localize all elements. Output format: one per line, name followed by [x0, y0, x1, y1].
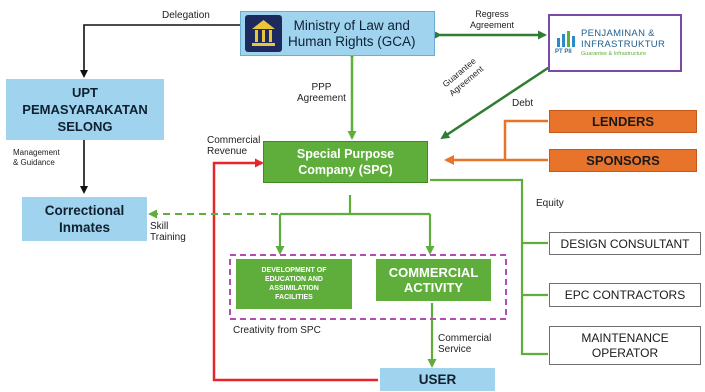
- ministry-label: Ministry of Law and Human Rights (GCA): [288, 17, 416, 49]
- design-consultant-node[interactable]: DESIGN CONSULTANT: [549, 232, 701, 255]
- upt-node[interactable]: UPT PEMASYARAKATAN SELONG: [6, 79, 164, 140]
- creativity-label: Creativity from SPC: [233, 325, 321, 336]
- ppp-agreement-label: PPP Agreement: [297, 82, 346, 104]
- development-node[interactable]: DEVELOPMENT OF EDUCATION AND ASSIMILATIO…: [236, 259, 352, 309]
- user-node[interactable]: USER: [380, 368, 495, 391]
- ministry-node[interactable]: Ministry of Law and Human Rights (GCA): [240, 11, 435, 56]
- guarantee-agreement-arrow: [440, 60, 557, 140]
- lenders-node[interactable]: LENDERS: [549, 110, 697, 133]
- pii-name-line1: PENJAMINAN &: [581, 28, 655, 39]
- ministry-emblem-icon: [245, 15, 282, 52]
- pii-logo-icon: PT PII: [555, 28, 577, 58]
- pii-logo-text: PT PII: [555, 49, 572, 55]
- delegation-label: Delegation: [162, 10, 210, 21]
- epc-contractors-node[interactable]: EPC CONTRACTORS: [549, 283, 701, 307]
- pii-name-line2: INFRASTRUKTUR: [581, 39, 666, 50]
- equity-line-main: [430, 178, 548, 356]
- commercial-service-label: Commercial Service: [438, 333, 492, 355]
- spc-node[interactable]: Special Purpose Company (SPC): [263, 141, 428, 183]
- skill-training-label: Skill Training: [150, 221, 186, 243]
- delegation-arrow: [80, 24, 240, 78]
- sponsors-node[interactable]: SPONSORS: [549, 149, 697, 172]
- regress-agreement-label: Regress Agreement: [470, 9, 515, 30]
- debt-label: Debt: [512, 98, 534, 109]
- spc-branch-line: [280, 195, 430, 216]
- lenders-debt-line: [503, 119, 548, 160]
- pii-node[interactable]: PT PII PENJAMINAN & INFRASTRUKTUR Guaran…: [548, 14, 682, 72]
- pii-name-line3: Guarantee & Infrastructure: [581, 51, 647, 57]
- management-guidance-label: Management & Guidance: [13, 148, 60, 167]
- maintenance-operator-node[interactable]: MAINTENANCE OPERATOR: [549, 326, 701, 365]
- commercial-activity-node[interactable]: COMMERCIAL ACTIVITY: [376, 259, 491, 301]
- commercial-revenue-arrow: [212, 158, 378, 382]
- commercial-revenue-label: Commercial Revenue: [207, 135, 261, 157]
- inmates-node[interactable]: Correctional Inmates: [22, 197, 147, 241]
- equity-label: Equity: [536, 198, 564, 209]
